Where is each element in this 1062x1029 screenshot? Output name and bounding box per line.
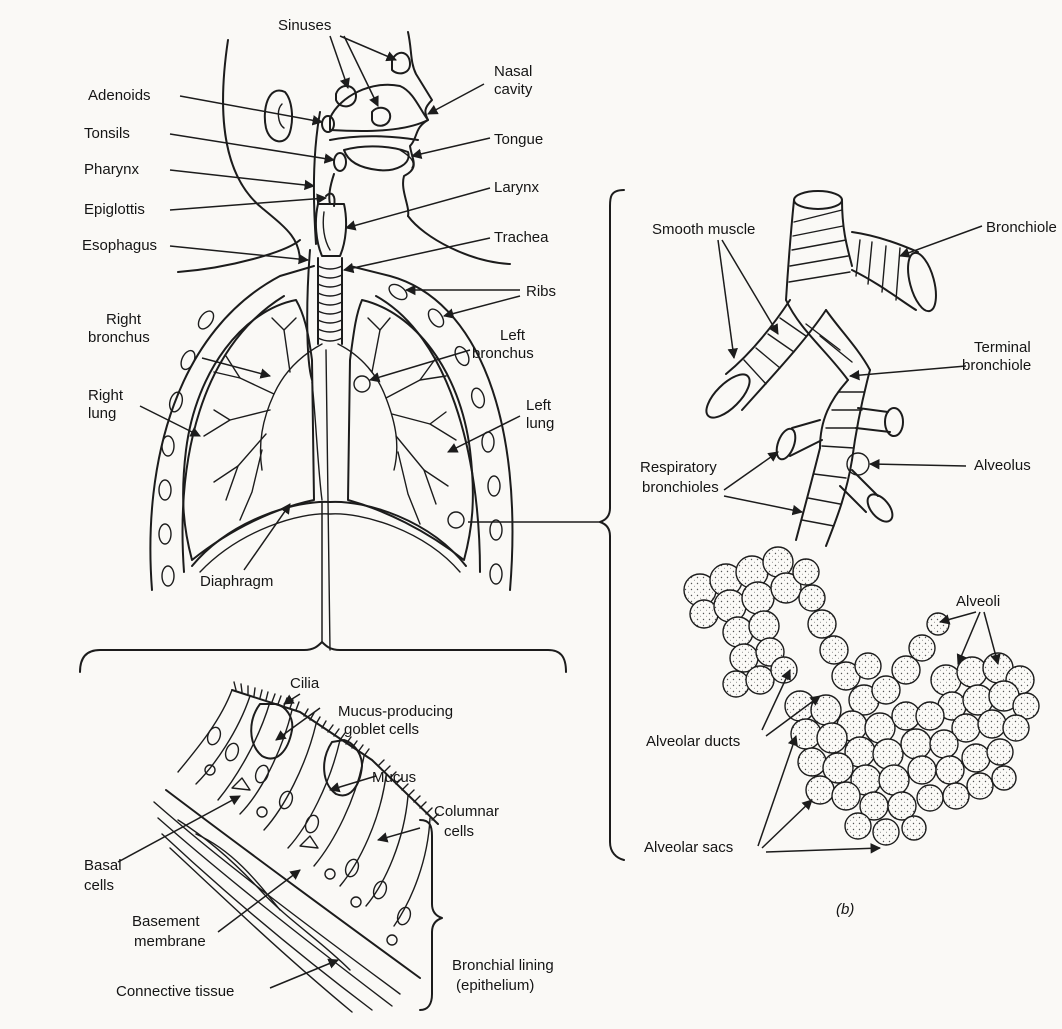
palate: [330, 136, 418, 140]
label-adenoids: Adenoids: [88, 87, 151, 104]
sinus-sphenoid: [336, 86, 356, 106]
label-tonsils: Tonsils: [84, 125, 130, 142]
sinus-frontal: [392, 53, 410, 74]
label-alveolar-sacs: Alveolar sacs: [644, 839, 733, 856]
tongue-outline: [344, 146, 409, 170]
rib-ovals: [159, 281, 502, 586]
adenoid-shape: [322, 116, 334, 132]
brace-panel-b: [600, 190, 624, 860]
pharynx-back: [314, 112, 320, 244]
alveolar-sac-left: [684, 547, 801, 697]
label-sinuses: Sinuses: [278, 17, 331, 34]
label-diaphragm: Diaphragm: [200, 573, 273, 590]
tonsil-shape: [334, 153, 346, 171]
right-lung-outline: [183, 300, 314, 560]
bronchial-tree: [204, 318, 456, 524]
alveolus-callout-circle: [448, 512, 464, 528]
label-alveolus: Alveolus: [974, 457, 1031, 474]
brace-bronchial-lining: [420, 820, 442, 1010]
label-mucus: Mucus: [372, 769, 416, 786]
alveolar-duct-center: [793, 559, 949, 715]
bronchiole-tube: [786, 200, 852, 300]
label-bronchiole: Bronchiole: [986, 219, 1057, 236]
goblet-cell-2: [324, 740, 362, 795]
label-cilia: Cilia: [290, 675, 320, 692]
bronchiole-left-branch: [726, 300, 826, 410]
label-ribs: Ribs: [526, 283, 556, 300]
bronchiole-top-opening: [794, 191, 842, 209]
label-alveoli: Alveoli: [956, 593, 1000, 610]
connective-tissue-fibers: [154, 802, 400, 1012]
neck-left: [178, 240, 300, 272]
panel-b-caption: (b): [836, 901, 854, 918]
label-tongue: Tongue: [494, 131, 543, 148]
alveolar-sac-right: [931, 653, 1039, 742]
label-pharynx: Pharynx: [84, 161, 140, 178]
label-smooth-muscle: Smooth muscle: [652, 221, 755, 238]
respiratory-bronchiole-tube: [796, 448, 852, 546]
pharynx-front: [329, 174, 334, 204]
sinus-maxillary: [372, 108, 390, 126]
label-epiglottis: Epiglottis: [84, 201, 145, 218]
basal-cells: [205, 765, 397, 945]
head-outline: [223, 40, 300, 262]
larynx-outline: [316, 204, 346, 256]
chest-wall-inner: [183, 296, 480, 572]
label-connective-tissue: Connective tissue: [116, 983, 234, 1000]
label-trachea: Trachea: [494, 229, 549, 246]
label-bronchial-lining: Bronchial lining(epithelium): [452, 957, 554, 994]
label-alveolar-ducts: Alveolar ducts: [646, 733, 740, 750]
mediastinum-line: [326, 350, 330, 650]
brace-panel-c: [80, 642, 566, 672]
label-larynx: Larynx: [494, 179, 540, 196]
trachea-rings: [318, 266, 342, 341]
label-esophagus: Esophagus: [82, 237, 157, 254]
panel-a-drawing: [150, 32, 512, 650]
smooth-muscle-bands: [744, 210, 900, 526]
left-bronchus-circle: [354, 376, 370, 392]
